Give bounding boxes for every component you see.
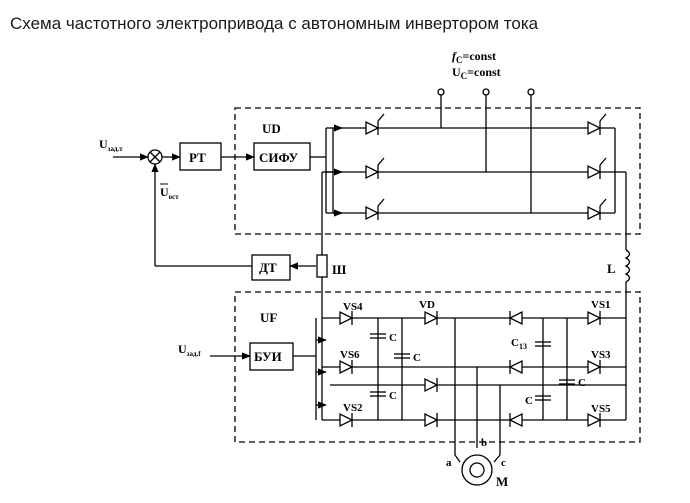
diode-vd-3 bbox=[424, 412, 439, 428]
thyristor-vs6 bbox=[339, 359, 354, 375]
diode-vd-5 bbox=[508, 359, 523, 375]
supply-terminal-3 bbox=[527, 88, 535, 96]
uf-label: UF bbox=[260, 310, 277, 325]
thyristor-ud-3 bbox=[365, 198, 385, 221]
uc-label: UC=const bbox=[452, 65, 501, 81]
capacitor-label-2: C bbox=[413, 352, 421, 364]
phase-a-label: a bbox=[446, 457, 452, 469]
fc-label: fC=const bbox=[452, 49, 496, 65]
capacitor-label-3: C bbox=[389, 390, 397, 402]
thyristor-ud-2 bbox=[365, 157, 385, 180]
vs6-label: VS6 bbox=[340, 349, 360, 361]
shunt-label: Ш bbox=[332, 262, 347, 277]
vs2-label: VS2 bbox=[343, 402, 363, 414]
thyristor-vs3 bbox=[587, 359, 602, 375]
diode-vd-1 bbox=[424, 310, 439, 326]
capacitor-label-1: C bbox=[389, 332, 397, 344]
motor-circle bbox=[461, 454, 493, 486]
u-ost-label: Uост bbox=[160, 185, 179, 201]
ud-label: UD bbox=[262, 121, 281, 136]
diagram-title: Схема частотного электропривода с автоно… bbox=[10, 14, 539, 33]
phase-c-label: c bbox=[501, 457, 506, 469]
vs1-label: VS1 bbox=[591, 299, 611, 311]
ud-dashed-box bbox=[234, 107, 641, 235]
thyristor-vs1 bbox=[587, 310, 602, 326]
bui-label: БУИ bbox=[254, 349, 282, 364]
capacitor-label-4: C bbox=[525, 395, 533, 407]
capacitor-label-5: C bbox=[578, 377, 586, 389]
phase-b-label: b bbox=[481, 437, 487, 449]
vd-label: VD bbox=[419, 299, 435, 311]
thyristor-ud-1 bbox=[365, 113, 385, 136]
thyristor-ud-4 bbox=[587, 113, 607, 136]
inductor-l bbox=[624, 249, 631, 283]
diode-vd-2 bbox=[424, 377, 439, 393]
sifu-label: СИФУ bbox=[259, 150, 299, 165]
vs3-label: VS3 bbox=[591, 349, 611, 361]
u-zad-t-label: Uзад.т bbox=[99, 137, 123, 153]
thyristor-vs5 bbox=[587, 412, 602, 428]
thyristor-vs2 bbox=[339, 412, 354, 428]
dt-label: ДТ bbox=[259, 260, 277, 275]
shunt-resistor bbox=[316, 254, 328, 278]
uf-dashed-box bbox=[234, 291, 641, 443]
motor-label: M bbox=[496, 474, 508, 489]
vs5-label: VS5 bbox=[591, 403, 611, 415]
capacitor-c13-label: C13 bbox=[511, 337, 527, 351]
thyristor-ud-5 bbox=[587, 157, 607, 180]
motor-rotor bbox=[469, 462, 485, 478]
thyristor-vs4 bbox=[339, 310, 354, 326]
diode-vd-4 bbox=[508, 310, 523, 326]
thyristor-ud-6 bbox=[587, 198, 607, 221]
inductor-label: L bbox=[607, 261, 616, 276]
supply-terminal-2 bbox=[482, 88, 490, 96]
diode-vd-6 bbox=[508, 412, 523, 428]
u-zad-f-label: Uзад.f bbox=[178, 342, 201, 358]
supply-terminal-1 bbox=[437, 88, 445, 96]
vs4-label: VS4 bbox=[343, 301, 363, 313]
rt-label: РТ bbox=[189, 150, 206, 165]
